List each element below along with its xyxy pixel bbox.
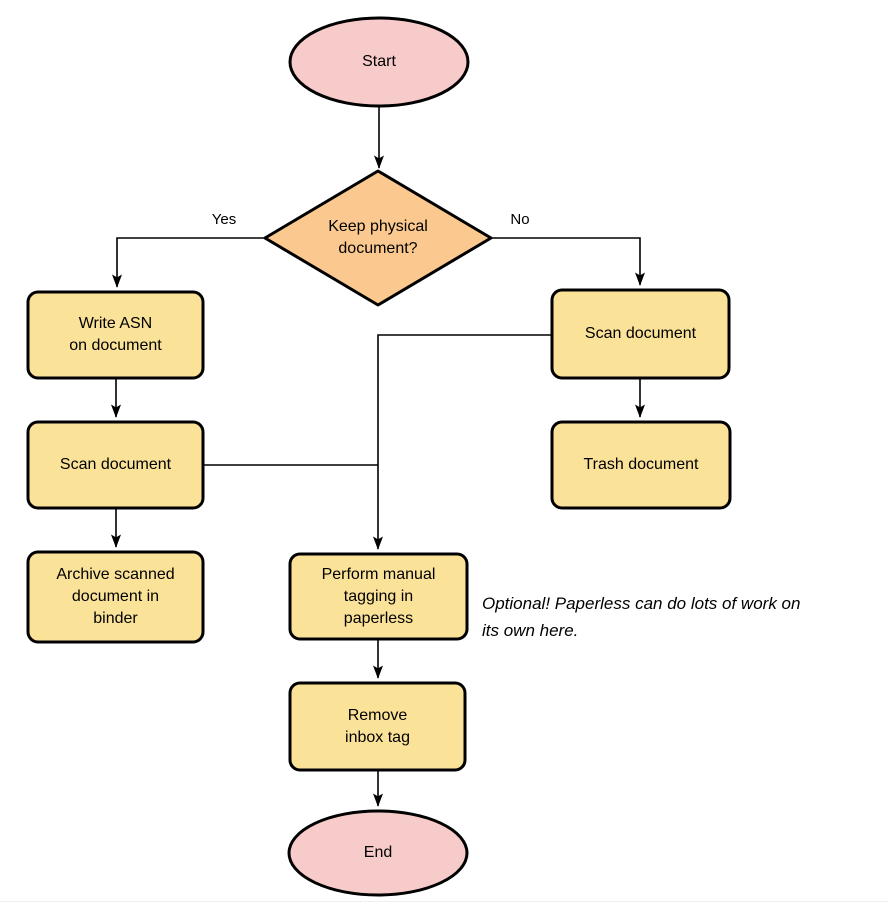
decision-node-label: Keep physical document?	[328, 218, 428, 257]
scan-left-node-shape	[26, 420, 205, 510]
tagging-node-shape	[288, 552, 469, 641]
edge-decision-no	[491, 237, 645, 286]
start-node-shape	[288, 16, 470, 108]
yes-edge-label: Yes	[211, 211, 237, 228]
write-asn-node-label: Write ASN on document	[69, 315, 162, 354]
scan-right-node-shape	[550, 288, 731, 380]
trash-node-shape	[550, 420, 732, 510]
edge-scanright-to-tagging	[373, 334, 552, 550]
end-node-label: End	[363, 844, 393, 861]
scan-left-node-label: Scan document	[59, 456, 172, 473]
remove-inbox-node-shape	[288, 681, 467, 772]
page-bottom-divider	[0, 901, 888, 902]
edge-decision-yes	[112, 237, 265, 288]
remove-inbox-node-label: Remove inbox tag	[345, 706, 410, 746]
decision-node-shape	[263, 169, 493, 307]
start-node-label: Start	[362, 53, 396, 70]
trash-node-label: Trash document	[583, 456, 699, 473]
end-node-shape	[287, 809, 469, 897]
no-edge-label: No	[510, 211, 530, 228]
archive-node-label: Archive scanned document in binder	[56, 566, 175, 627]
scan-right-node-label: Scan document	[584, 325, 697, 342]
write-asn-node-shape	[26, 290, 205, 380]
optional-note: Optional! Paperless can do lots of work …	[482, 594, 801, 640]
archive-node-shape	[26, 550, 205, 644]
tagging-node-label: Perform manual tagging in paperless	[321, 565, 436, 627]
